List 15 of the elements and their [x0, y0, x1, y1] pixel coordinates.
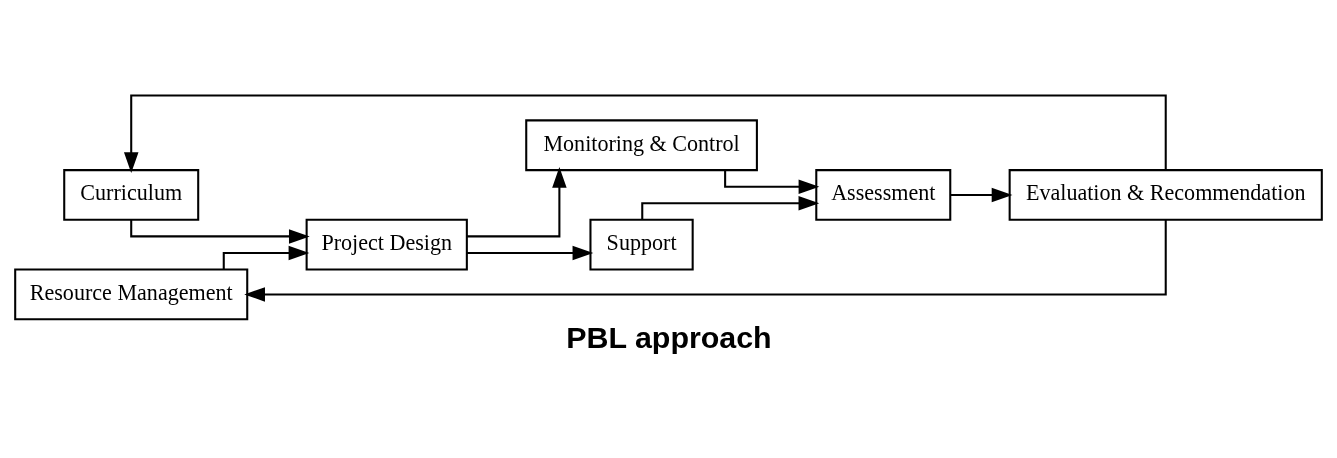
arrow	[123, 94, 1167, 173]
arrow	[950, 187, 1013, 202]
caption: PBL approach	[566, 319, 772, 354]
node-box: Evaluation & Recommendation	[1008, 168, 1323, 221]
arrow	[222, 245, 310, 269]
node-box: Curriculum	[63, 168, 200, 221]
arrow	[467, 245, 594, 260]
arrow	[641, 195, 820, 220]
node-box: Project Design	[305, 218, 468, 271]
arrow	[244, 219, 1167, 302]
node-box: Monitoring & Control	[525, 118, 758, 171]
arrow	[467, 166, 567, 237]
node-box: Support	[589, 218, 694, 271]
node-box: Assessment	[815, 168, 952, 221]
node-box: Resource Management	[14, 268, 249, 320]
